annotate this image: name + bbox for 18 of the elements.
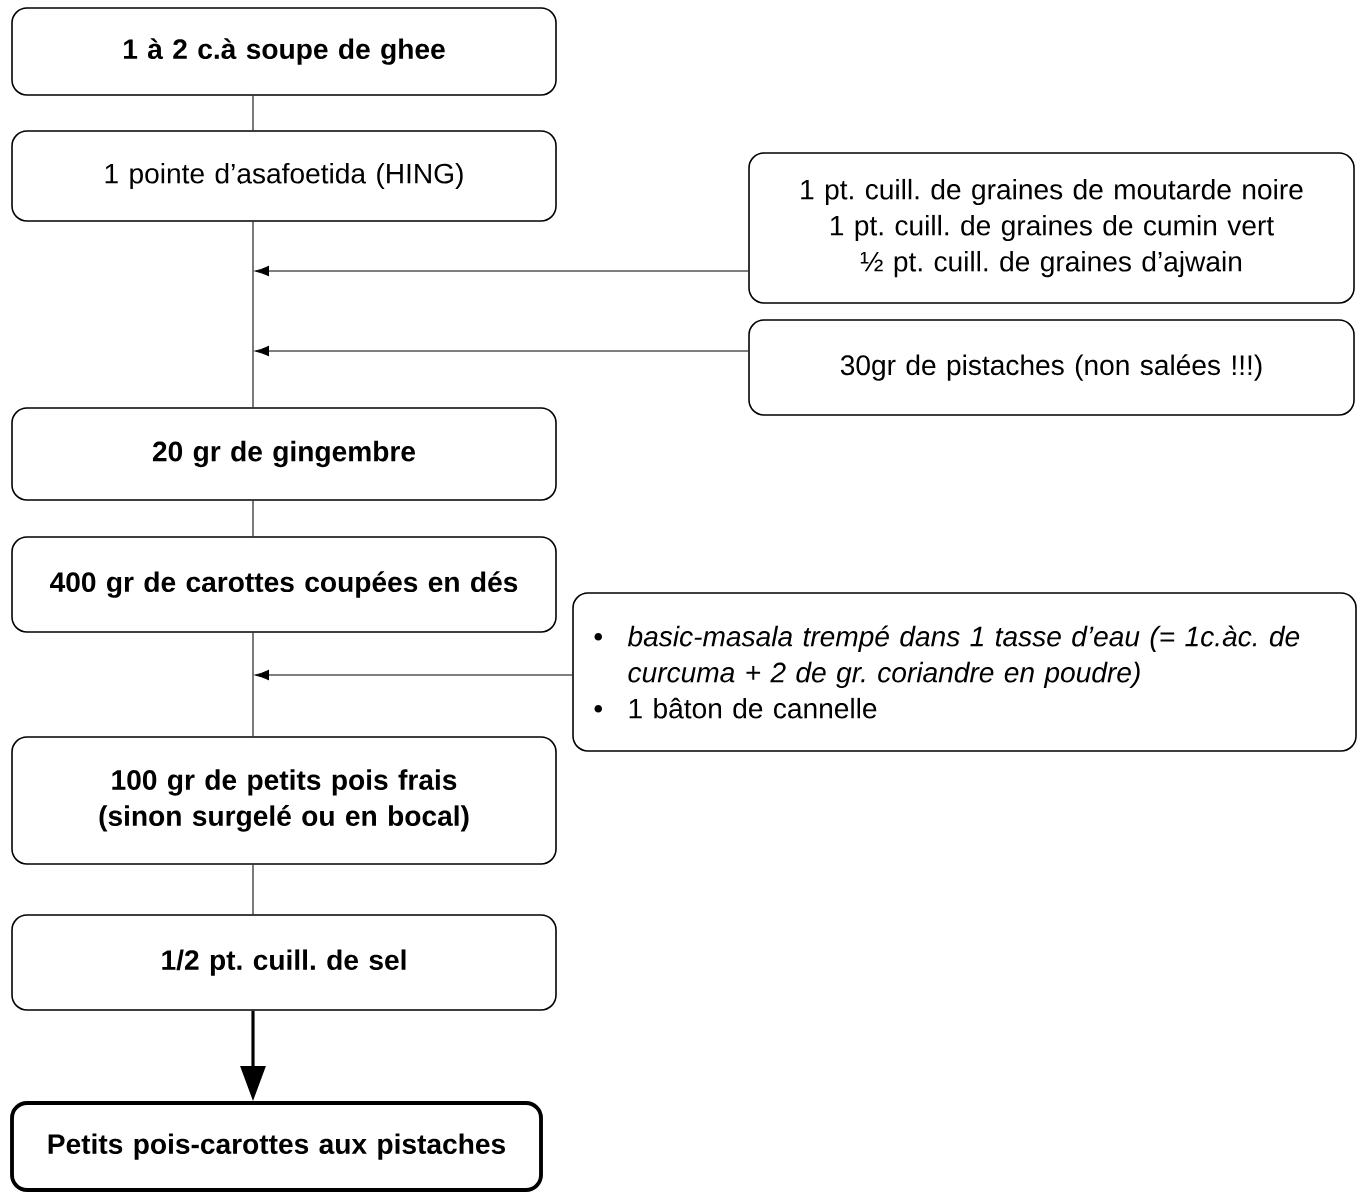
- arrow: [254, 345, 749, 357]
- step-box: 1 pointe d’asafoetida (HING): [11, 130, 557, 222]
- connector-line: [252, 500, 254, 537]
- step-box: basic-masala trempé dans 1 tasse d’eau (= 1c.àc. de curcuma + 2 de gr. coriandre en poudre) 1 bâton de cannelle: [572, 592, 1357, 752]
- step-box: 1 à 2 c.à soupe de ghee: [11, 7, 557, 96]
- connector-line: [252, 95, 254, 131]
- step-box: 400 gr de carottes coupées en dés: [11, 536, 557, 633]
- result-box: Petits pois-carottes aux pistaches: [10, 1101, 543, 1192]
- step-box: 30gr de pistaches (non salées !!!): [748, 319, 1355, 416]
- connector-line: [252, 221, 254, 408]
- step-box: 20 gr de gingembre: [11, 407, 557, 501]
- connector-line: [252, 632, 254, 737]
- step-box: 1/2 pt. cuill. de sel: [11, 914, 557, 1011]
- step-box: 1 pt. cuill. de graines de moutarde noire 1 pt. cuill. de graines de cumin vert ½ pt. cuill. de graines d’ajwain: [748, 152, 1355, 304]
- step-box: 100 gr de petits pois frais (sinon surgelé ou en bocal): [11, 736, 557, 865]
- arrow: [254, 669, 573, 681]
- arrow: [254, 265, 749, 277]
- connector-line: [252, 864, 254, 915]
